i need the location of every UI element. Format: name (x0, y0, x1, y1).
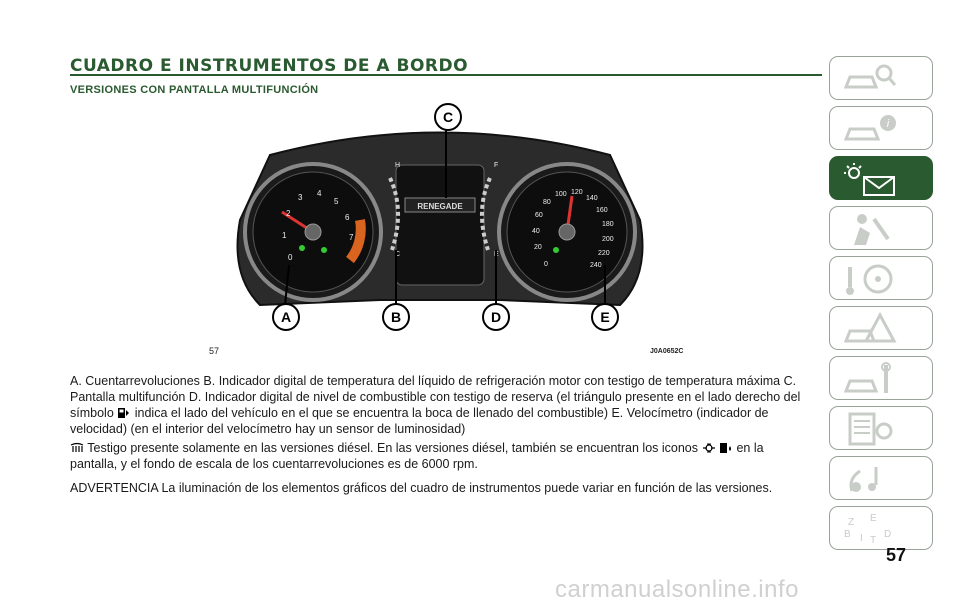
car-info-icon: i (843, 115, 896, 141)
warning-paragraph: ADVERTENCIA La iluminación de los elemen… (70, 481, 773, 495)
car-crash-icon (843, 311, 897, 343)
speed-label-40: 40 (532, 228, 540, 235)
fuel-pump-icon (118, 408, 130, 418)
tach-label-3: 3 (298, 193, 303, 202)
fuel-bar (479, 177, 492, 251)
instrument-cluster-figure: 0 1 2 3 4 5 6 7 0 20 40 60 80 100 120 14… (236, 103, 644, 331)
tab-car-search[interactable] (829, 56, 933, 100)
svg-text:Z: Z (848, 517, 854, 528)
car-service-icon (843, 362, 891, 393)
callout-d: D (482, 303, 510, 331)
section-subtitle: VERSIONES CON PANTALLA MULTIFUNCIÓN (70, 84, 319, 96)
callout-c: C (434, 103, 462, 131)
tachometer: 0 1 2 3 4 5 6 7 (243, 162, 383, 302)
callout-b: B (382, 303, 410, 331)
steering-key-icon (846, 264, 893, 295)
display-text: RENEGADE (417, 202, 463, 211)
svg-text:B: B (844, 529, 851, 540)
title-rule (70, 74, 822, 76)
tab-safety[interactable] (829, 206, 933, 250)
speed-label-80: 80 (543, 199, 551, 206)
multimedia-icon (849, 467, 878, 492)
callout-e: E (591, 303, 619, 331)
tab-multimedia[interactable] (829, 456, 933, 500)
speed-label-120: 120 (571, 189, 583, 196)
figure-code: J0A0652C (650, 348, 684, 355)
diesel-note-part-2: en la pantalla, y el fondo de escala de … (70, 441, 764, 471)
speed-label-220: 220 (598, 250, 610, 257)
svg-text:i: i (887, 118, 890, 130)
speed-label-140: 140 (586, 195, 598, 202)
svg-text:D: D (491, 309, 501, 325)
water-in-fuel-icon (719, 443, 731, 453)
watermark: carmanualsonline.info (555, 576, 799, 603)
page-number: 57 (886, 545, 907, 565)
speed-label-240: 240 (590, 262, 602, 269)
figure-number: 57 (209, 346, 220, 356)
svg-text:A: A (281, 309, 291, 325)
speed-label-200: 200 (602, 236, 614, 243)
tach-label-6: 6 (345, 213, 350, 222)
speed-label-20: 20 (534, 244, 542, 251)
speed-label-60: 60 (535, 212, 543, 219)
speed-label-100: 100 (555, 191, 567, 198)
temp-h-label: H (395, 162, 400, 169)
svg-text:E: E (600, 309, 609, 325)
svg-text:T: T (870, 535, 876, 546)
svg-text:E: E (870, 513, 877, 524)
tab-starting-driving[interactable] (829, 256, 933, 300)
warning-light-message-icon (844, 163, 895, 196)
speed-label-0: 0 (544, 261, 548, 268)
description-part-2: indica el lado del vehículo en el que se… (70, 406, 769, 436)
fuel-f-label: F (494, 162, 498, 169)
callout-a: A (272, 303, 300, 331)
tab-technical-data[interactable] (829, 406, 933, 450)
description-part-1: A. Cuentarrevoluciones B. Indicador digi… (70, 374, 801, 420)
tab-warning-lights[interactable] (829, 156, 933, 200)
airbag-seat-icon (854, 214, 890, 245)
tach-label-0: 0 (288, 253, 293, 262)
speed-label-160: 160 (596, 207, 608, 214)
description-paragraph: A. Cuentarrevoluciones B. Indicador digi… (70, 373, 810, 437)
tab-maintenance[interactable] (829, 356, 933, 400)
page-title: CUADRO E INSTRUMENTOS DE A BORDO (70, 56, 469, 76)
diesel-note-paragraph: Testigo presente solamente en las versio… (70, 440, 810, 472)
diesel-note-part-1: Testigo presente solamente en las versio… (87, 441, 699, 455)
multifunction-display (395, 164, 485, 286)
svg-text:D: D (884, 529, 891, 540)
tach-label-4: 4 (317, 189, 322, 198)
svg-text:B: B (391, 309, 401, 325)
tach-label-5: 5 (334, 197, 339, 206)
svg-text:I: I (860, 533, 863, 544)
tach-label-7: 7 (349, 233, 354, 242)
speed-label-180: 180 (602, 221, 614, 228)
speedometer: 0 20 40 60 80 100 120 140 160 180 200 22… (497, 162, 637, 302)
tach-label-1: 1 (282, 231, 287, 240)
tach-label-2: 2 (286, 209, 291, 218)
temp-c-label: C (395, 251, 400, 258)
tab-emergency[interactable] (829, 306, 933, 350)
temperature-bar (388, 177, 401, 251)
svg-text:C: C (443, 109, 453, 125)
car-search-icon (843, 64, 897, 89)
settings-list-icon (848, 412, 893, 446)
tab-car-info[interactable]: i (829, 106, 933, 150)
glow-plug-icon (70, 442, 84, 452)
exhaust-filter-icon (702, 443, 715, 453)
